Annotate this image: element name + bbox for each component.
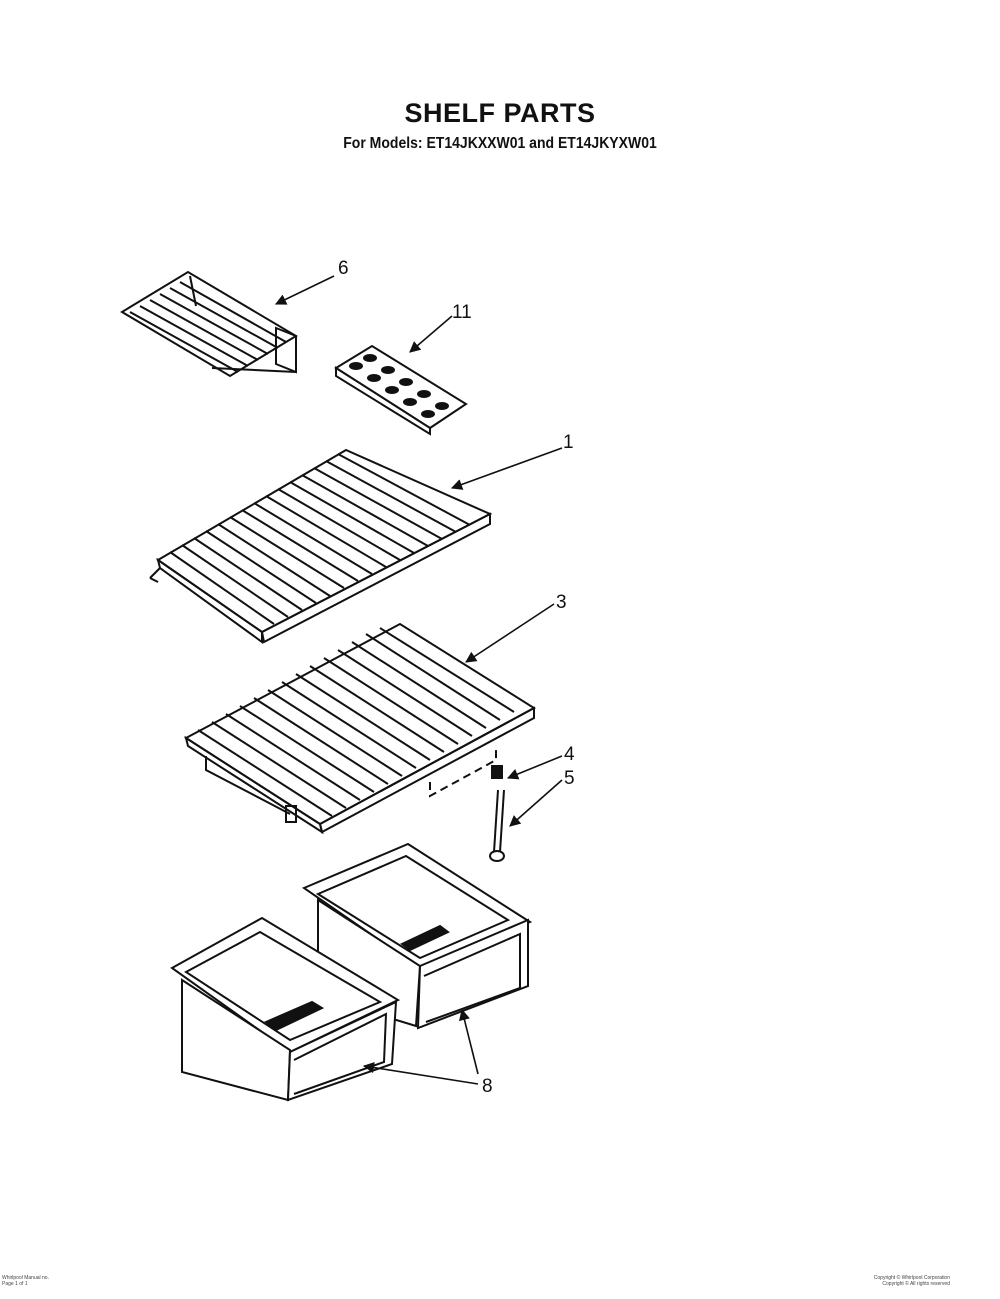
leader-lines (274, 275, 563, 1085)
rod-part-5 (489, 789, 505, 862)
wire-shelf-part-1 (149, 448, 493, 644)
callout-1: 1 (563, 432, 574, 453)
page-title: SHELF PARTS (404, 98, 596, 128)
crisper-drawer-right-part-8 (301, 842, 533, 1030)
footer-right-line1: Copyright © Whirlpool Corporation (873, 1275, 950, 1281)
callout-8: 8 (482, 1076, 493, 1097)
callout-5: 5 (564, 768, 575, 789)
footer-right: Copyright © Whirlpool Corporation Copyri… (790, 1275, 950, 1287)
crisper-cover-part-3 (184, 622, 536, 835)
ice-tray-part-11 (334, 344, 468, 436)
callout-3: 3 (556, 592, 567, 613)
callout-11: 11 (452, 302, 472, 323)
footer-right-line2: Copyright © All rights reserved (882, 1281, 950, 1287)
callout-4: 4 (564, 744, 575, 765)
model-subtitle: For Models: ET14JKXXW01 and ET14JKYXW01 (343, 132, 657, 152)
footer-left: Whirlpool Manual no. Page 1 of 1 (2, 1275, 72, 1287)
footer-left-line1: Whirlpool Manual no. (2, 1275, 49, 1281)
footer-left-line2: Page 1 of 1 (2, 1281, 28, 1287)
small-wire-shelf-part-6 (120, 270, 298, 378)
clip-part-4 (491, 765, 503, 779)
crisper-drawer-left-part-8 (170, 916, 401, 1102)
callout-6: 6 (338, 258, 349, 279)
